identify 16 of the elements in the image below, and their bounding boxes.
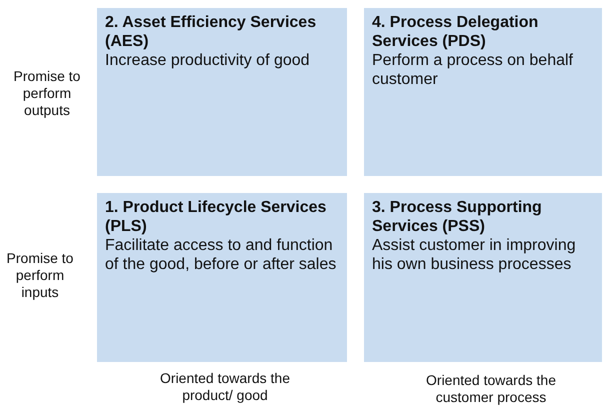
row-label: Promise to perform outputs [12,68,82,119]
row-label: Promise to perform inputs [6,250,74,301]
quadrant-description: Increase productivity of good [105,51,311,70]
quadrant-box [97,193,347,362]
quadrant-heading: 4. Process Delegation Services (PDS) [372,13,540,51]
quadrant-box [97,8,347,176]
column-label: Oriented towards the product/ good [159,370,291,404]
quadrant-description: Perform a process on behalf customer [372,51,574,89]
column-label: Oriented towards the customer process [425,372,557,406]
quadrant-box [364,193,602,362]
quadrant-heading: 3. Process Supporting Services (PSS) [372,198,543,236]
quadrant-heading: 2. Asset Efficiency Services (AES) [105,13,318,51]
quadrant-description: Assist customer in improving his own business processes [372,236,577,274]
quadrant-box [364,8,602,176]
quadrant-heading: 1. Product Lifecycle Services (PLS) [105,198,328,236]
quadrant-description: Facilitate access to and function of the good, before or after sales [105,236,338,274]
